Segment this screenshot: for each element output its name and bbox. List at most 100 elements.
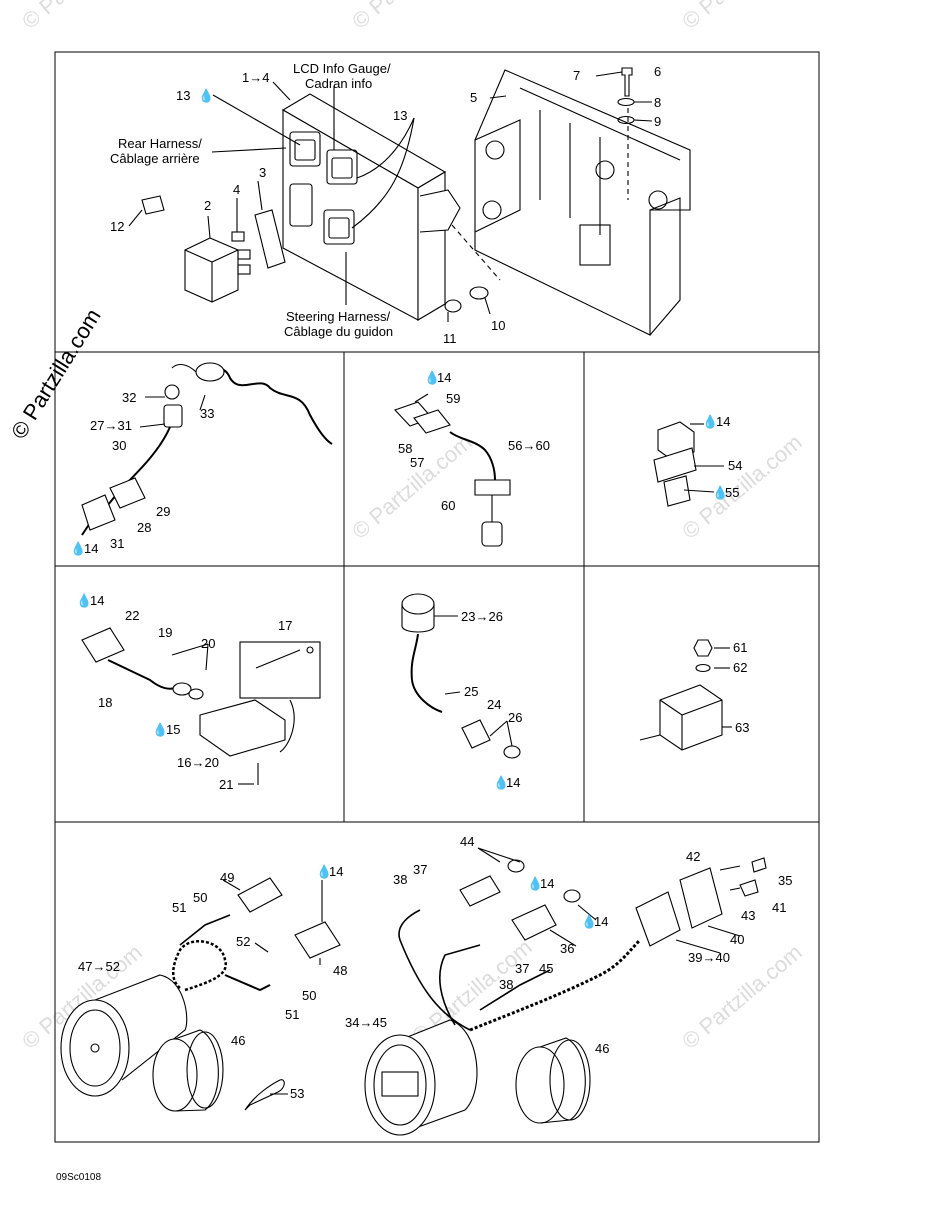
fuse-holder-3 xyxy=(254,209,286,269)
bezel-ring-left xyxy=(152,1029,224,1112)
panel1-leaders xyxy=(128,71,653,322)
digital-gauge xyxy=(364,1019,478,1136)
callout-21: 21 xyxy=(219,777,233,792)
callout-51: 51 xyxy=(172,900,186,915)
callout-9: 9 xyxy=(654,114,661,129)
relay-2 xyxy=(184,237,239,303)
mounting-bracket xyxy=(451,69,691,336)
lcd-info-gauge-module xyxy=(281,93,461,321)
panel-temp-sensor xyxy=(653,421,724,507)
callout-5: 5 xyxy=(470,90,477,105)
callout-14: 14 xyxy=(437,370,451,385)
panel-frame xyxy=(54,51,820,1143)
callout-23-26: 23→26 xyxy=(461,609,503,624)
panel-speed-sensor xyxy=(401,593,521,759)
callout-50: 50 xyxy=(302,988,316,1003)
callout-3: 3 xyxy=(259,165,266,180)
panel1-labels: 1→4 LCD Info Gauge/ Cadran info 13 💧 13 … xyxy=(110,61,661,346)
callout-lcd-gauge: LCD Info Gauge/ xyxy=(293,61,391,76)
callout-32: 32 xyxy=(122,390,136,405)
panel3-labels: 💧 14 59 56→60 58 57 60 xyxy=(398,370,550,513)
callout-15: 15 xyxy=(166,722,180,737)
callout-55: 55 xyxy=(725,485,739,500)
oil-drop-icon: 💧 xyxy=(316,864,332,879)
callout-37: 37 xyxy=(515,961,529,976)
panel-solenoid xyxy=(639,639,732,751)
callout-50: 50 xyxy=(193,890,207,905)
callout-14: 14 xyxy=(329,864,343,879)
callout-29: 29 xyxy=(156,504,170,519)
callout-38: 38 xyxy=(499,977,513,992)
oil-drop-icon: 💧 xyxy=(70,541,86,556)
callout-53: 53 xyxy=(290,1086,304,1101)
oil-drop-icon: 💧 xyxy=(198,88,214,103)
callout-62: 62 xyxy=(733,660,747,675)
callout-51: 51 xyxy=(285,1007,299,1022)
oil-drop-icon: 💧 xyxy=(76,593,92,608)
callout-13: 13 xyxy=(393,108,407,123)
callout-rear-harness-fr: Câblage arrière xyxy=(110,151,200,166)
panel7-labels: 61 62 63 xyxy=(733,640,749,735)
callout-6: 6 xyxy=(654,64,661,79)
watermark-text: © Partzilla.com xyxy=(677,429,807,543)
callout-35: 35 xyxy=(778,873,792,888)
callout-27-31: 27→31 xyxy=(90,418,132,433)
callout-41: 41 xyxy=(772,900,786,915)
callout-lcd-gauge-fr: Cadran info xyxy=(305,76,372,91)
callout-44: 44 xyxy=(460,834,474,849)
oil-drop-icon: 💧 xyxy=(493,775,509,790)
callout-17: 17 xyxy=(278,618,292,633)
connector-48 xyxy=(294,921,341,959)
oil-drop-icon: 💧 xyxy=(152,722,168,737)
callout-14: 14 xyxy=(540,876,554,891)
watermark-text: © Partzilla.com xyxy=(17,0,147,34)
callout-39-40: 39→40 xyxy=(688,950,730,965)
callout-48: 48 xyxy=(333,963,347,978)
callout-14: 14 xyxy=(506,775,520,790)
panel6-labels: 23→26 25 24 26 💧 14 xyxy=(461,609,522,790)
callout-13: 13 xyxy=(176,88,190,103)
callout-steering-harness: Steering Harness/ xyxy=(286,309,390,324)
callout-28: 28 xyxy=(137,520,151,535)
cable-tie-53 xyxy=(244,1079,285,1111)
panel-sensor-56-60 xyxy=(394,393,511,547)
callout-14: 14 xyxy=(90,593,104,608)
seal-40 xyxy=(679,867,723,929)
panel-ecu-bracket xyxy=(128,67,691,336)
watermark-text: © Partzilla.com xyxy=(677,0,807,34)
callout-59: 59 xyxy=(446,391,460,406)
callout-45: 45 xyxy=(539,961,553,976)
panel8-labels: 49 💧 14 50 51 52 48 47→52 50 51 46 53 44… xyxy=(78,834,792,1101)
callout-2: 2 xyxy=(204,198,211,213)
fuse-12 xyxy=(141,195,165,215)
fuse-4 xyxy=(231,231,245,242)
panel2-labels: 32 33 27→31 30 29 28 31 💧 14 xyxy=(70,390,214,556)
callout-12: 12 xyxy=(110,219,124,234)
oil-drop-icon: 💧 xyxy=(424,370,440,385)
callout-58: 58 xyxy=(398,441,412,456)
callout-14: 14 xyxy=(594,914,608,929)
callout-42: 42 xyxy=(686,849,700,864)
callout-10: 10 xyxy=(491,318,505,333)
callout-61: 61 xyxy=(733,640,747,655)
callout-24: 24 xyxy=(487,697,501,712)
callout-rear-harness: Rear Harness/ xyxy=(118,136,202,151)
callout-7: 7 xyxy=(573,68,580,83)
callout-46: 46 xyxy=(231,1033,245,1048)
callout-33: 33 xyxy=(200,406,214,421)
panel5-labels: 💧 14 22 17 19 20 18 💧 15 16→20 21 xyxy=(76,593,292,792)
callout-18: 18 xyxy=(98,695,112,710)
callout-56-60: 56→60 xyxy=(508,438,550,453)
callout-57: 57 xyxy=(410,455,424,470)
panel-throttle-sensor xyxy=(81,627,321,785)
panel-harness-33 xyxy=(81,362,333,536)
callout-11: 11 xyxy=(443,331,457,346)
bezel-ring-right xyxy=(515,1037,591,1124)
callout-30: 30 xyxy=(112,438,126,453)
callout-34-45: 34→45 xyxy=(345,1015,387,1030)
callout-43: 43 xyxy=(741,908,755,923)
washer-8 xyxy=(617,97,635,107)
callout-4: 4 xyxy=(233,182,240,197)
callout-22: 22 xyxy=(125,608,139,623)
